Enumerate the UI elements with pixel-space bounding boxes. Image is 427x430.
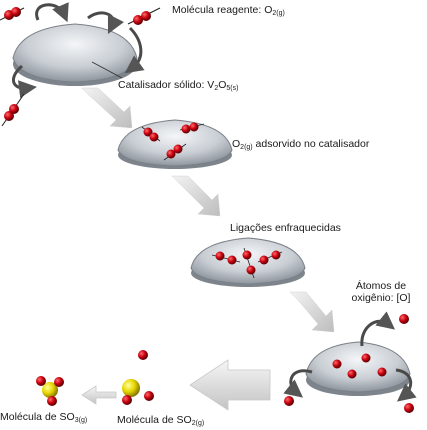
oxygen-molecule	[0, 7, 25, 21]
label-adsorbed: O2(g) adsorvido no catalisador	[232, 138, 370, 151]
process-arrow-1	[81, 87, 133, 129]
big-left-arrow	[189, 359, 271, 411]
label-reagent-molecule: Molécula reagente: O2(g)	[172, 4, 285, 17]
process-arrow-2	[171, 175, 221, 217]
curved-arrow-icon	[124, 26, 145, 74]
oxygen-atoms-on-catalyst	[332, 353, 387, 379]
small-left-arrow	[81, 385, 117, 405]
catalyst-disc-1	[12, 23, 138, 86]
free-oxygen-atom	[284, 396, 294, 406]
so3-molecule	[36, 376, 64, 406]
curved-arrow-icon	[395, 368, 417, 402]
curved-arrow-icon	[283, 369, 313, 398]
curved-arrow-icon	[35, 2, 69, 23]
adsorbed-oxygen-molecules	[141, 122, 205, 161]
label-solid-catalyst: Catalisador sólido: V2O5(s)	[118, 79, 239, 92]
weakened-bond-molecules	[211, 247, 283, 279]
curved-arrow-icon	[12, 64, 37, 99]
so2-molecule	[122, 350, 154, 405]
oxygen-molecule	[1, 93, 25, 127]
oxygen-molecule	[127, 7, 161, 25]
free-oxygen-atom	[404, 403, 414, 413]
curved-arrow-icon	[360, 311, 396, 347]
process-arrow-3	[289, 291, 335, 333]
catalyst-disc-2	[117, 119, 233, 169]
catalyst-disc-4	[305, 341, 411, 396]
catalyst-disc-3	[190, 237, 306, 287]
label-so2-molecule: Molécula de SO2(g)	[117, 414, 205, 427]
label-weakened-bonds: Ligações enfraquecidas	[230, 222, 341, 234]
label-so3-molecule: Molécula de SO3(g)	[0, 411, 88, 424]
curved-arrow-icon	[87, 11, 125, 35]
label-oxygen-atoms: Átomos de oxigênio: [O]	[351, 280, 411, 304]
catalyst-pointer-line	[91, 61, 123, 79]
free-oxygen-atom	[399, 314, 409, 324]
